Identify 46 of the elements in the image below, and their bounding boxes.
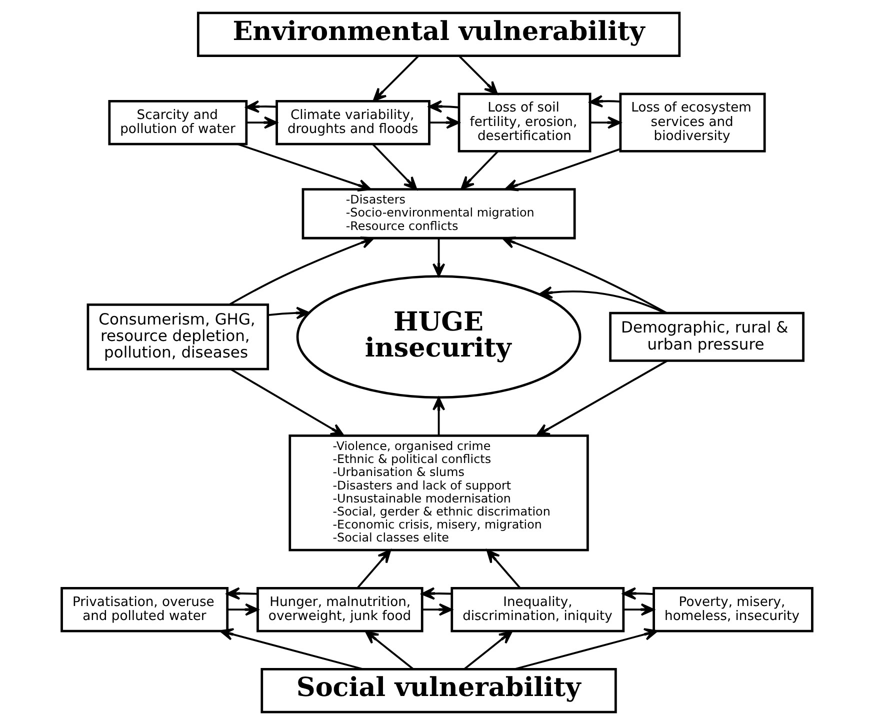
arrow <box>538 286 666 314</box>
arrow <box>268 306 310 320</box>
arrow <box>514 628 658 670</box>
arrow <box>458 55 498 95</box>
node-box: Climate variability, droughts and floods <box>276 100 430 146</box>
arrow <box>432 238 446 277</box>
node-box: Inequality, discrimination, iniquity <box>450 586 625 632</box>
arrow <box>226 587 258 600</box>
arrow <box>460 150 499 190</box>
arrow <box>590 116 622 129</box>
arrow <box>429 116 460 129</box>
arrow <box>464 630 513 670</box>
node-box: Demographic, rural & urban pressure <box>609 312 804 362</box>
arrow <box>486 549 521 589</box>
arrow <box>372 55 420 102</box>
arrow <box>622 587 654 600</box>
arrow <box>220 628 364 670</box>
node-box: Privatisation, overuse and polluted water <box>60 586 229 632</box>
node-box: Loss of ecosystem services and biodiversity <box>619 92 766 152</box>
arrow <box>589 94 620 108</box>
node-box: -Disasters -Socio-environmental migration -Resource conflicts <box>302 188 576 240</box>
arrow <box>246 100 277 113</box>
arrow <box>428 100 459 113</box>
arrow <box>227 603 259 616</box>
node-box: Hunger, malnutrition, overweight, junk food <box>256 586 424 632</box>
arrow <box>364 630 414 670</box>
node-box: -Violence, organised crime -Ethnic & political conflicts -Urbanisation & slums -Disasters and lack of support -Unsustainable modernisation -Social, gerder & ethnic discrimation -Economic crisis, misery, migration -Social classes elite <box>288 434 589 552</box>
arrow <box>356 549 392 589</box>
node-box: Consumerism, GHG, resource depletion, pollution, diseases <box>86 304 270 370</box>
arrow <box>372 144 418 190</box>
node-box: Social vulnerability <box>260 668 617 714</box>
arrow <box>246 116 278 129</box>
arrow <box>536 360 668 436</box>
node-box: Environmental vulnerability <box>196 12 681 58</box>
arrow <box>504 148 620 192</box>
arrow <box>624 603 654 616</box>
arrow <box>421 587 452 600</box>
node-box: Poverty, misery, homeless, insecurity <box>652 586 814 632</box>
node-box: Loss of soil fertility, erosion, desertification <box>458 92 592 152</box>
arrow <box>432 396 446 436</box>
arrow <box>422 603 452 616</box>
arrow <box>228 236 374 306</box>
arrow <box>237 143 372 192</box>
node-box: Scarcity and pollution of water <box>108 100 248 146</box>
arrow <box>230 368 344 436</box>
arrow <box>502 236 667 314</box>
